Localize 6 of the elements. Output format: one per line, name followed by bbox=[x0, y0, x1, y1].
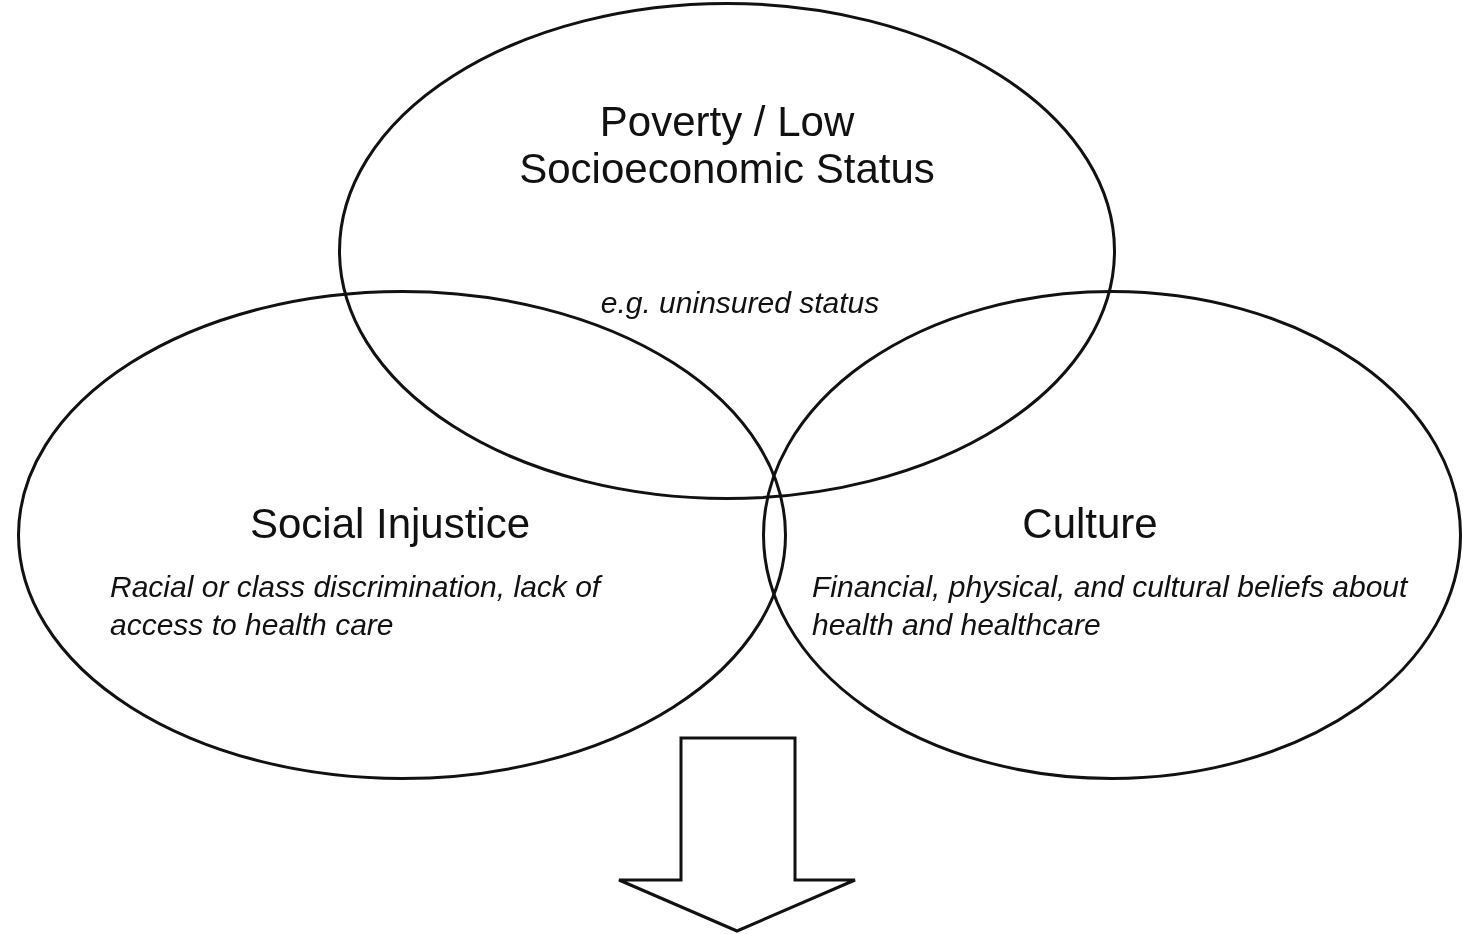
circle-description: e.g. uninsured status bbox=[599, 285, 881, 321]
circle-description: Racial or class discrimination, lack of access to health care bbox=[110, 569, 604, 643]
circle-description: Financial, physical, and cultural beliefs about health and healthcare bbox=[812, 569, 1410, 643]
circle-title: Culture bbox=[1021, 500, 1159, 548]
circle-title: Social Injustice bbox=[248, 500, 532, 548]
circle-title: Poverty / Low Socioeconomic Status bbox=[518, 98, 936, 193]
